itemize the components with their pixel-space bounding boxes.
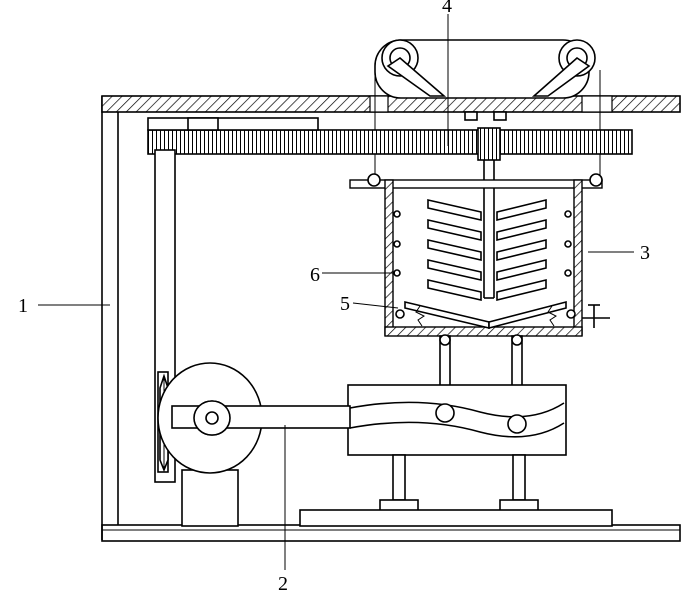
sieve-plate	[395, 300, 610, 330]
label-6: 6	[310, 264, 320, 286]
label-5: 5	[340, 293, 350, 315]
label-3: 3	[640, 242, 650, 264]
leader-lines	[38, 14, 634, 570]
base-plate	[101, 524, 681, 542]
vessel	[349, 173, 603, 337]
label-1: 1	[18, 295, 28, 317]
pulley-assembly	[374, 39, 601, 185]
cam-box-legs	[299, 454, 613, 527]
frame	[101, 96, 119, 540]
stirring-blades	[427, 198, 547, 302]
top-plate	[101, 95, 681, 113]
support-legs	[439, 334, 523, 421]
label-4: 4	[442, 0, 452, 17]
label-2: 2	[278, 573, 288, 595]
cam-box	[347, 384, 567, 456]
motor-crank	[157, 362, 351, 527]
gear-rack	[147, 117, 633, 155]
